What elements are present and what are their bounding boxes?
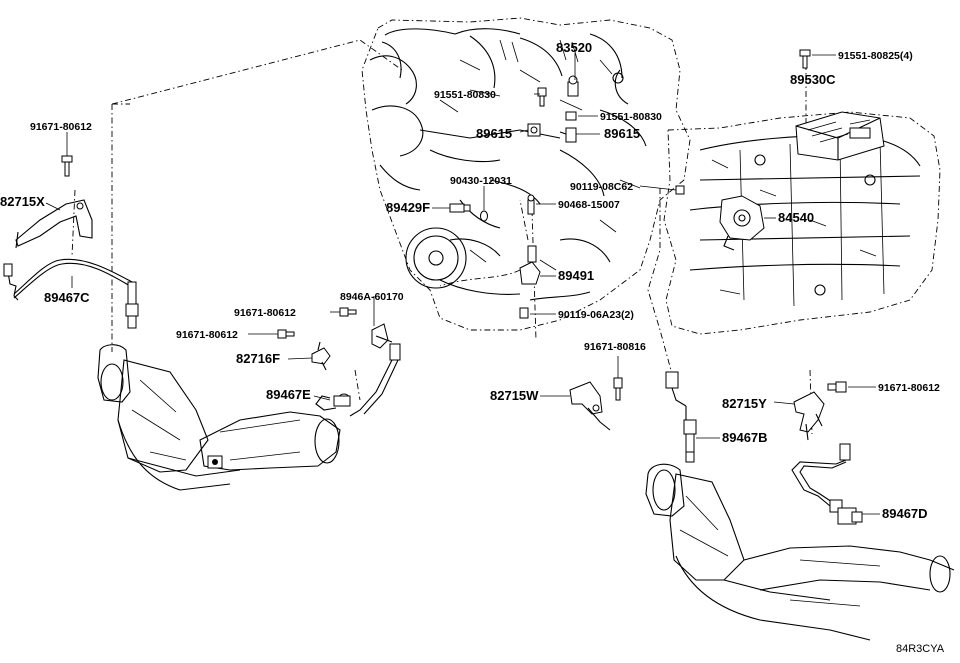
label-90119-06A23: 90119-06A23(2)	[558, 309, 634, 321]
oxygen-sensor-89467D	[791, 443, 863, 525]
ring-90430-12031	[480, 210, 488, 222]
leader-lines	[45, 53, 880, 515]
bracket-82715X	[15, 199, 93, 249]
bolt-91671-80612-d	[827, 381, 847, 393]
sensor-89491	[519, 245, 541, 285]
leader-engine-down	[531, 209, 537, 341]
label-89615-b: 89615	[604, 126, 640, 141]
label-8946A-60170: 8946A-60170	[340, 291, 404, 303]
oxygen-sensor-89467B	[665, 371, 697, 463]
label-91551-80825: 91551-80825(4)	[838, 50, 913, 62]
label-89615-a: 89615	[476, 126, 512, 141]
label-82715X: 82715X	[0, 194, 45, 209]
sensor-89615-a	[527, 123, 541, 137]
bolt-91551-80825	[799, 49, 811, 69]
label-91551-80830-b: 91551-80830	[600, 111, 662, 123]
label-89530C: 89530C	[790, 72, 836, 87]
oxygen-sensor-89467C	[3, 258, 139, 329]
transmission-drawing	[663, 111, 941, 335]
label-83520: 83520	[556, 40, 592, 55]
label-91551-80830-a: 91551-80830	[434, 89, 496, 101]
bolt-90119-06A23	[519, 307, 529, 319]
bolt-91671-80612-c	[277, 329, 295, 339]
label-89491: 89491	[558, 268, 594, 283]
label-82715W: 82715W	[490, 388, 539, 403]
label-91671-80816: 91671-80816	[584, 341, 646, 353]
bracket-82715W	[569, 381, 611, 431]
label-90119-08C62: 90119-08C62	[570, 181, 633, 193]
label-89467C: 89467C	[44, 290, 90, 305]
figure-code: 84R3CYA	[896, 643, 945, 655]
label-82715Y: 82715Y	[722, 396, 767, 411]
shift-sensor-84540	[719, 195, 765, 251]
oxygen-sensor-89467E	[315, 343, 401, 417]
label-90468-15007: 90468-15007	[558, 199, 620, 211]
label-89467B: 89467B	[722, 430, 768, 445]
engine-assembly-drawing	[361, 17, 691, 331]
bolt-91551-80830-b	[565, 111, 577, 121]
bolt-91671-80612-b	[339, 307, 357, 317]
sensor-89615-b	[559, 127, 577, 143]
right-catalytic-converter	[645, 463, 955, 641]
ecu-module	[795, 111, 885, 161]
leader-89491-up	[519, 199, 529, 241]
left-catalytic-converter	[97, 344, 341, 491]
label-89467D: 89467D	[882, 506, 928, 521]
label-91671-80612-d: 91671-80612	[878, 382, 940, 394]
label-91671-80612-c: 91671-80612	[176, 329, 238, 341]
bolt-91671-80816	[613, 377, 623, 401]
label-91671-80612-a: 91671-80612	[30, 121, 92, 133]
label-82716F: 82716F	[236, 351, 280, 366]
bolt-91671-80612-a	[61, 155, 73, 177]
leader-frame-left	[111, 39, 403, 105]
bracket-82716F	[311, 341, 331, 371]
bracket-8946A	[371, 323, 393, 349]
clip-90468-15007	[527, 194, 535, 215]
label-90430-12031: 90430-12031	[450, 175, 512, 187]
label-91671-80612-b: 91671-80612	[234, 307, 296, 319]
leader-sensor-e-route	[354, 369, 361, 401]
bracket-82715Y	[793, 391, 825, 441]
bolt-91551-80830-a	[537, 87, 547, 107]
leader-sensor-b-route	[647, 188, 673, 375]
leader-sensor-c-route	[71, 189, 76, 257]
leader-engine-89491	[439, 269, 521, 287]
sensor-83520	[567, 75, 579, 97]
label-89467E: 89467E	[266, 387, 311, 402]
label-84540: 84540	[778, 210, 814, 225]
part-labels: 83520 91551-80825(4) 89530C 91551-80830 …	[0, 40, 945, 655]
label-89429F: 89429F	[386, 200, 430, 215]
sensor-89429F	[449, 203, 471, 213]
bolt-90119-08C62	[675, 185, 685, 195]
